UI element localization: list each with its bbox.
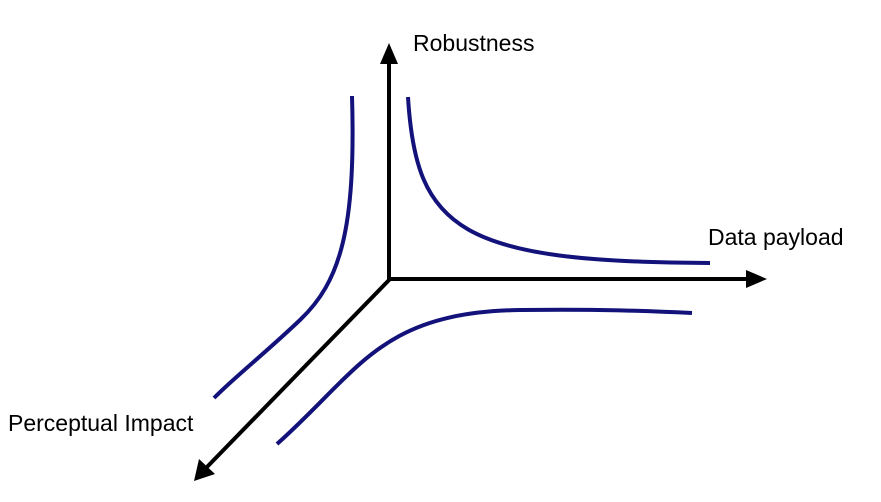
curve-perceptual-payload xyxy=(275,307,693,446)
perceptual-impact-axis xyxy=(204,277,392,470)
robustness-axis-label: Robustness xyxy=(413,30,535,56)
perceptual-impact-axis-label: Perceptual Impact xyxy=(8,410,194,436)
perceptual-impact-arrowhead xyxy=(194,459,215,481)
curve-robustness-payload xyxy=(406,96,711,265)
robustness-arrowhead xyxy=(380,43,398,64)
data-payload-axis-label: Data payload xyxy=(708,224,844,250)
curve-robustness-perceptual xyxy=(212,95,355,400)
data-payload-arrowhead xyxy=(746,270,767,288)
